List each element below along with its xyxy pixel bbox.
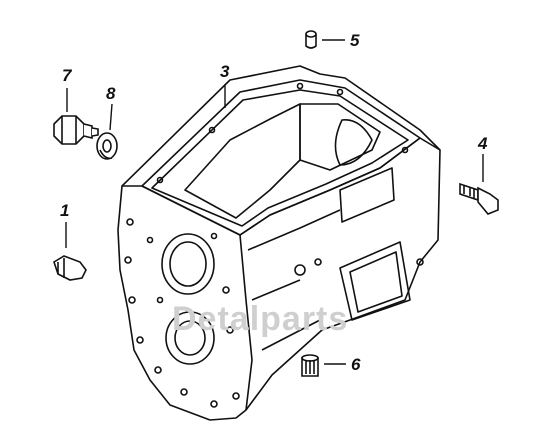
part-4-bolt xyxy=(459,182,499,215)
part-5-pin xyxy=(305,30,317,49)
leader-lines xyxy=(65,39,484,365)
callout-6: 6 xyxy=(351,355,361,374)
part-6-small-plug xyxy=(301,354,319,377)
transmission-housing xyxy=(117,65,441,421)
part-8-washer xyxy=(96,132,118,160)
callout-7: 7 xyxy=(62,66,72,85)
part-7-hex-bolt xyxy=(53,115,99,145)
callout-3: 3 xyxy=(220,62,230,81)
callout-4: 4 xyxy=(478,134,488,153)
callout-5: 5 xyxy=(350,31,360,50)
leader-8 xyxy=(109,103,113,131)
callout-1: 1 xyxy=(60,201,70,220)
callout-8: 8 xyxy=(106,84,116,103)
watermark-text: Detalparts xyxy=(172,300,349,338)
part-1-plug xyxy=(53,255,87,281)
